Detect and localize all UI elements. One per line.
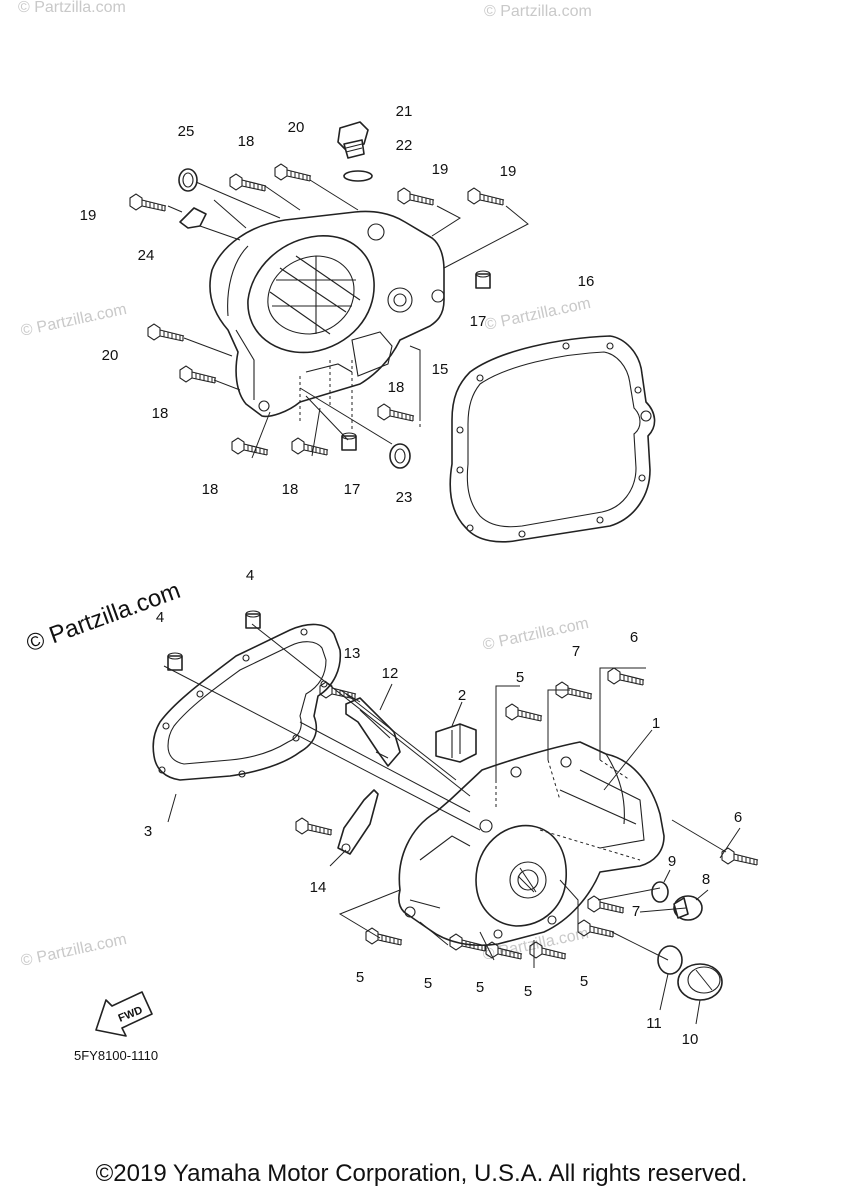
bolt-6 xyxy=(721,847,759,866)
crankcase-cover-right xyxy=(209,210,445,418)
upper-crankcase-cover-group xyxy=(129,121,656,543)
bolt-18 xyxy=(229,173,267,192)
callout-label: 16 xyxy=(578,273,595,290)
callout-label: 24 xyxy=(138,247,155,264)
callout-label: 9 xyxy=(668,853,676,870)
gasket-16 xyxy=(449,335,656,543)
bolt-6 xyxy=(607,667,645,686)
callout-label: 19 xyxy=(432,161,449,178)
callout-label: 12 xyxy=(382,665,399,682)
callout-label: 5 xyxy=(476,979,484,996)
cover-2 xyxy=(435,723,477,763)
bolt-18 xyxy=(377,403,415,422)
callout-label: 5 xyxy=(580,973,588,990)
callout-label: 3 xyxy=(144,823,152,840)
bolt-20 xyxy=(274,163,312,182)
crankcase-cover-left xyxy=(398,741,665,947)
callout-label: 18 xyxy=(238,133,255,150)
callout-label: 7 xyxy=(632,903,640,920)
diagram-code: 5FY8100-1110 xyxy=(74,1048,158,1063)
bolt-18 xyxy=(231,437,269,456)
collar-4 xyxy=(167,652,183,671)
callout-label: 14 xyxy=(310,879,327,896)
callout-label: 8 xyxy=(702,871,710,888)
bolt-5 xyxy=(365,927,403,946)
callout-label: 6 xyxy=(630,629,638,646)
callout-label: 10 xyxy=(682,1031,699,1048)
oil-seal-23 xyxy=(389,443,411,469)
callout-label: 17 xyxy=(470,313,487,330)
watermark: © Partzilla.com xyxy=(18,0,126,16)
plug-8 xyxy=(673,895,703,921)
callout-label: 23 xyxy=(396,489,413,506)
bolt-19 xyxy=(397,187,435,206)
bolt-18 xyxy=(179,365,217,384)
bolt-19 xyxy=(129,193,167,212)
bolt-5 xyxy=(505,703,543,722)
bolt-18 xyxy=(291,437,329,456)
callout-label: 22 xyxy=(396,137,413,154)
fwd-arrow: FWD xyxy=(95,991,153,1037)
collar-17 xyxy=(475,270,491,289)
callout-label: 20 xyxy=(102,347,119,364)
callout-label: 5 xyxy=(424,975,432,992)
bracket-14 xyxy=(337,789,379,855)
watermark: © Partzilla.com xyxy=(484,3,592,20)
o-ring-11 xyxy=(657,945,683,975)
callout-label: 21 xyxy=(396,103,413,120)
callout-label: 4 xyxy=(246,567,254,584)
callout-label: 5 xyxy=(516,669,524,686)
callout-label: 13 xyxy=(344,645,361,662)
callout-label: 1 xyxy=(652,715,660,732)
callout-label: 7 xyxy=(572,643,580,660)
watermark: © Partzilla.com xyxy=(19,301,128,340)
o-ring-22 xyxy=(343,170,373,182)
callout-label: 11 xyxy=(646,1015,662,1032)
callout-label: 2 xyxy=(458,687,466,704)
gasket-3 xyxy=(152,623,342,781)
callout-labels: 21 22 25 18 20 19 19 19 24 16 17 20 15 1… xyxy=(80,103,743,1048)
watermark: © Partzilla.com xyxy=(19,931,128,970)
lower-crankcase-cover-group xyxy=(152,610,759,1025)
oil-filler-cap xyxy=(337,121,369,159)
callout-label: 17 xyxy=(344,481,361,498)
callout-label: 18 xyxy=(388,379,405,396)
plug-10 xyxy=(677,963,723,1001)
oil-seal-25 xyxy=(178,168,198,192)
bolt-20 xyxy=(147,323,185,342)
callout-label: 18 xyxy=(152,405,169,422)
callout-label: 18 xyxy=(282,481,299,498)
callout-label: 5 xyxy=(356,969,364,986)
callout-label: 5 xyxy=(524,983,532,1000)
callout-label: 6 xyxy=(734,809,742,826)
collar-4 xyxy=(245,610,261,629)
callout-label: 18 xyxy=(202,481,219,498)
callout-label: 15 xyxy=(432,361,449,378)
clamp-24 xyxy=(179,207,207,229)
o-ring-9 xyxy=(651,881,669,903)
callout-label: 4 xyxy=(156,609,164,626)
bolt-19 xyxy=(467,187,505,206)
callout-label: 19 xyxy=(500,163,517,180)
bolt-14-screw xyxy=(295,817,333,836)
callout-label: 25 xyxy=(178,123,195,140)
copyright-notice: ©2019 Yamaha Motor Corporation, U.S.A. A… xyxy=(95,1160,748,1187)
callout-label: 20 xyxy=(288,119,305,136)
callout-label: 19 xyxy=(80,207,97,224)
watermark: © Partzilla.com xyxy=(483,295,592,334)
plate-12 xyxy=(345,697,401,767)
